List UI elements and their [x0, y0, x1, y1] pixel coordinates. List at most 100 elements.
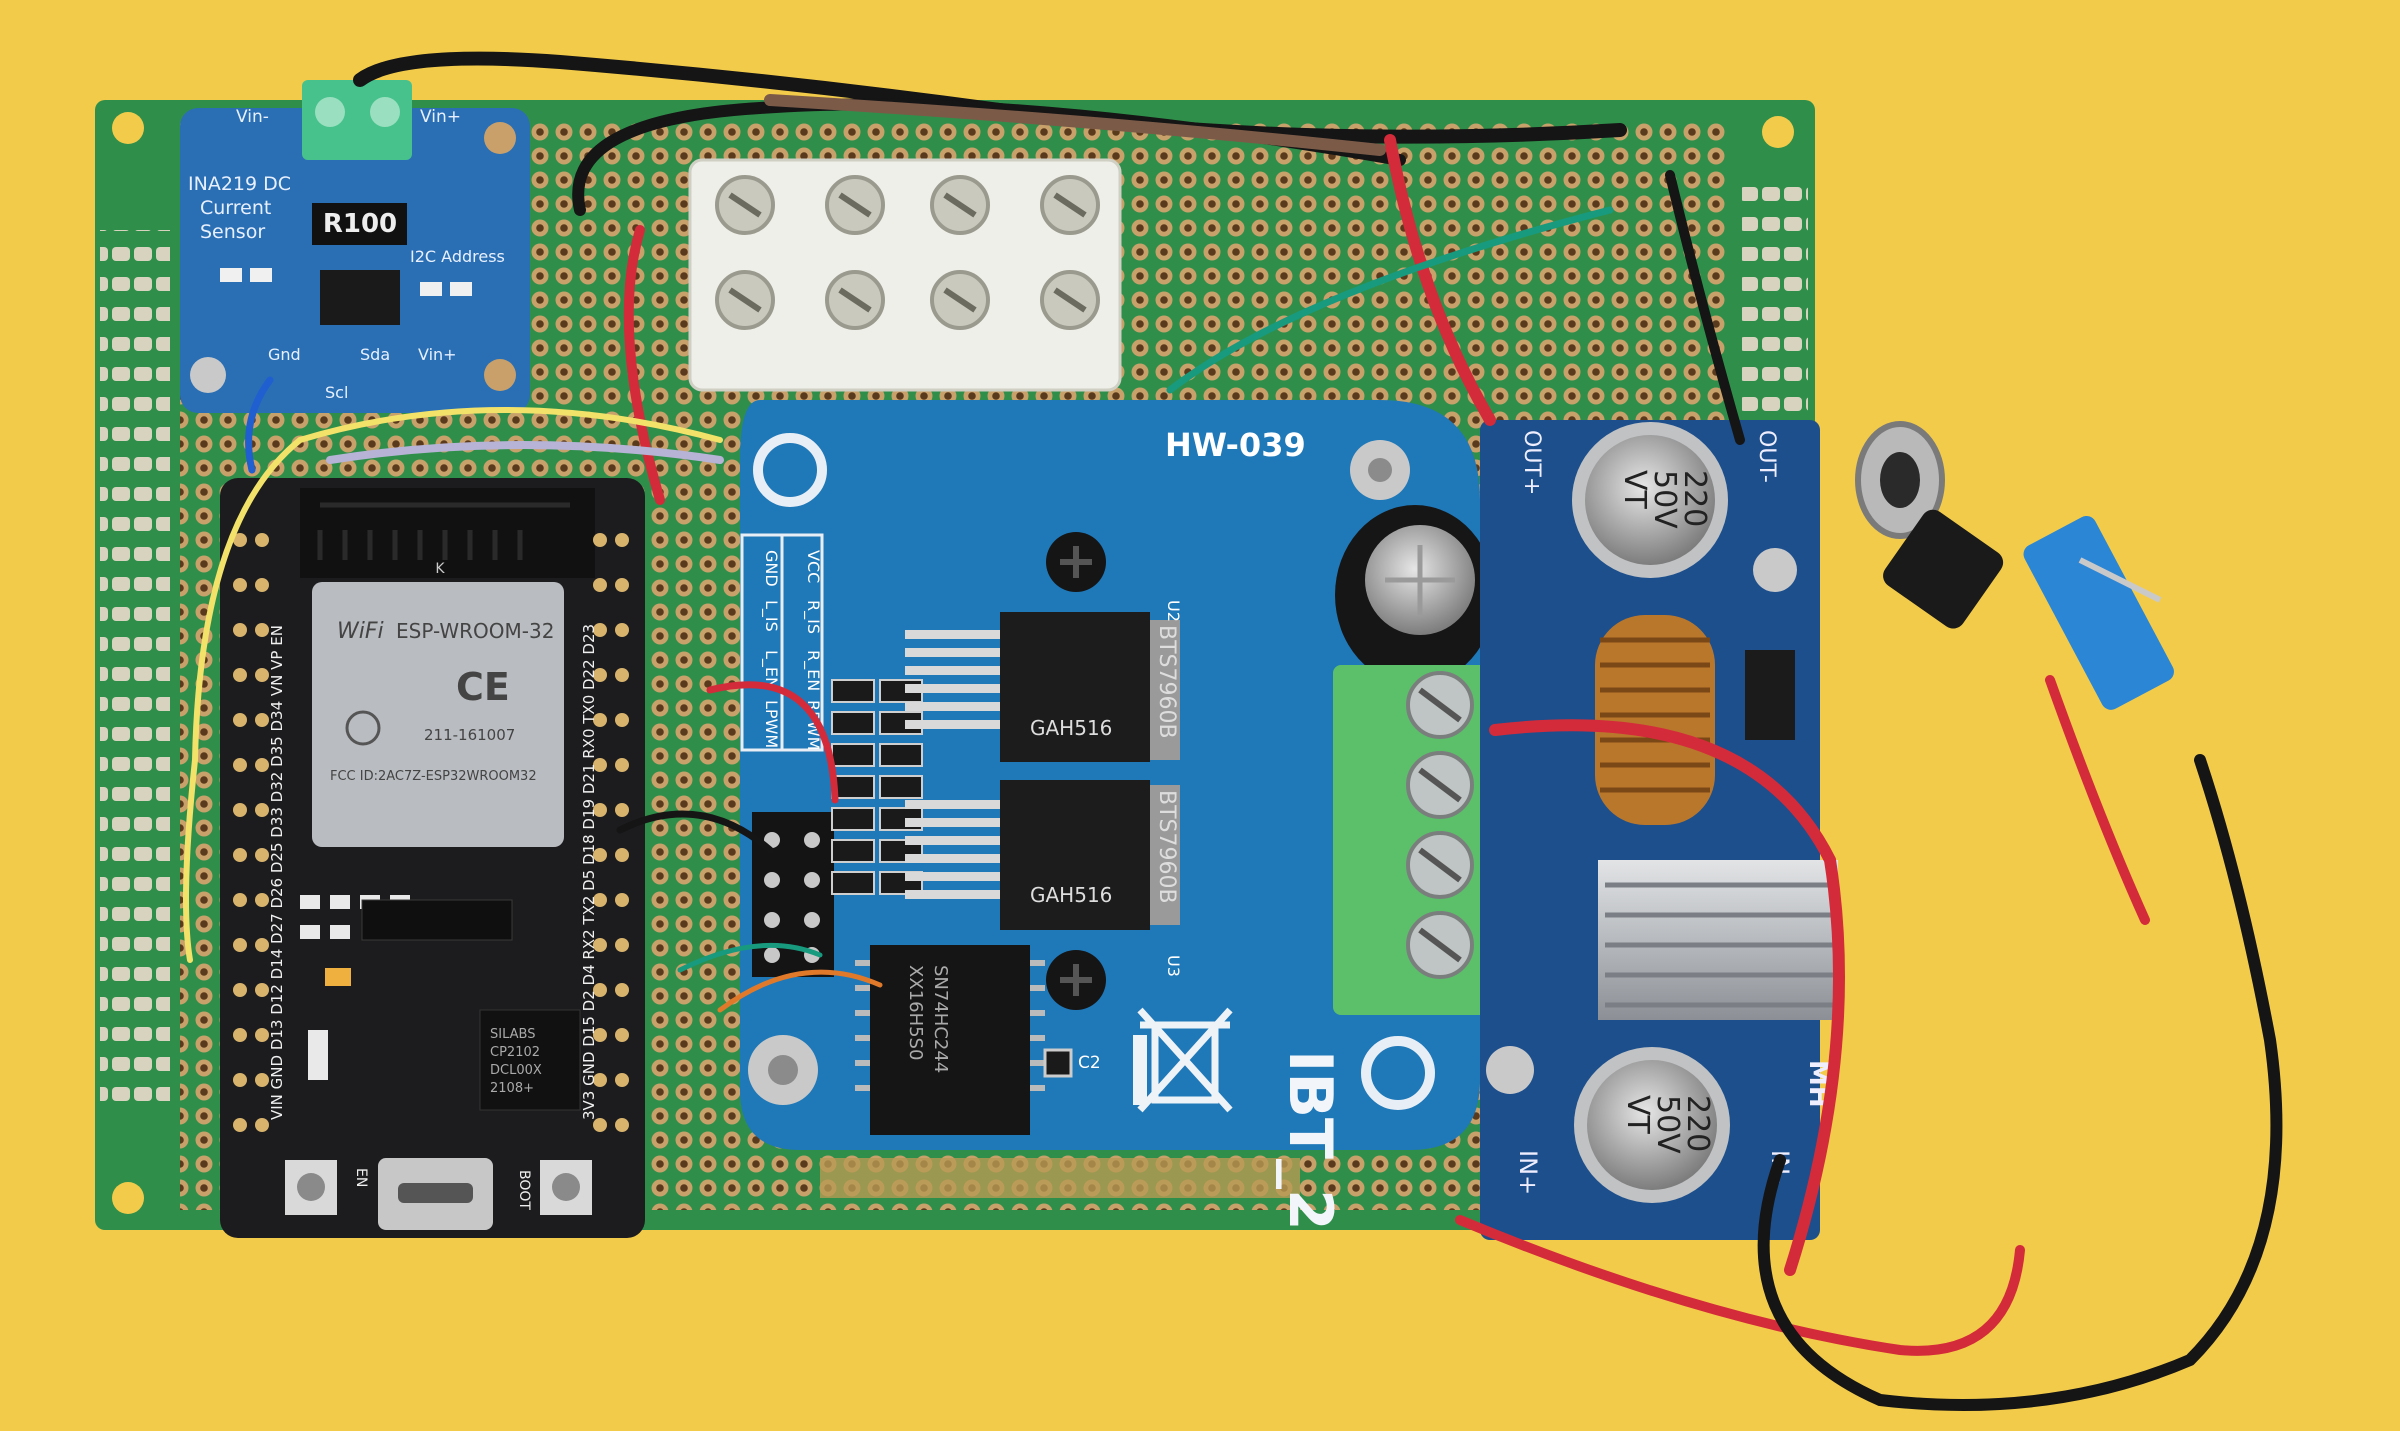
wire-brown	[764, 94, 1386, 156]
chip-top-name: BTS7960B	[1154, 625, 1179, 739]
ibt2-motor-driver-board: HW-039 IBT_2 VCC R_IS R_EN RPWM GND L_IS…	[740, 400, 1495, 1231]
ina219-vin-plus: Vin+	[420, 107, 461, 127]
buck-cap-bottom-line2: 50V	[1650, 1095, 1685, 1154]
esp32-boot-label: BOOT	[516, 1170, 532, 1210]
buck-cap-top-line1: 220	[1677, 470, 1712, 527]
wire-red-power	[1489, 719, 1845, 1276]
bts7960-chip-top: BTS7960B GAH516	[905, 612, 1180, 762]
wire-red-jack-2	[2045, 675, 2150, 925]
hdr-gnd: GND	[762, 550, 781, 587]
ibt2-pin-header	[752, 812, 834, 977]
ibt2-resistor-array	[831, 679, 923, 895]
usb-chip-line1: SILABS	[490, 1027, 535, 1042]
esp32-ce-mark: CE	[456, 665, 510, 709]
wire-lavender	[326, 441, 724, 464]
esp32-power-led	[325, 968, 351, 986]
mount-hole	[112, 112, 144, 144]
esp32-boot-button	[540, 1160, 592, 1215]
chip-bottom-name: BTS7960B	[1154, 790, 1179, 904]
buck-label-out-plus: OUT+	[1519, 430, 1544, 495]
wires	[183, 51, 2283, 1411]
wire-red-header	[706, 681, 839, 804]
esp32-left-header	[233, 533, 269, 1132]
ina219-pin-scl: Scl	[325, 383, 348, 402]
ibt2-electrolytic-capacitor	[1335, 505, 1495, 685]
label-u2: U2	[1164, 600, 1183, 622]
ibt2-motor-terminal	[1333, 665, 1493, 1015]
wire-black-right	[1665, 170, 1745, 445]
label-u3: U3	[1164, 955, 1183, 977]
esp32-pins-right: 3V3 GND D15 D2 D4 RX2 TX2 D5 D18 D19 D21…	[580, 624, 598, 1120]
ibt2-standoff-right	[1350, 440, 1410, 500]
hdr-ren: R_EN	[803, 650, 823, 691]
ina219-vin-minus: Vin-	[236, 107, 269, 127]
ibt2-screw-bottom	[1046, 950, 1106, 1010]
buck-converter-board: 220 50V VT 220 50V VT IN+ IN- OUT+ OUT- …	[1480, 420, 1838, 1240]
wire-red-left	[623, 225, 665, 505]
ibt2-screw-top	[1046, 532, 1106, 592]
ina219-i2c-label: I2C Address	[410, 247, 505, 266]
ibt2-name-label: IBT_2	[1275, 1050, 1345, 1231]
label-c2: C2	[1078, 1053, 1101, 1073]
mount-hole	[1762, 116, 1794, 148]
esp32-devkit-board: K WiFi ESP-WROOM-32 CE 211-161007 FCC ID…	[220, 478, 645, 1238]
buck-label-out-minus: OUT-	[1754, 430, 1779, 483]
ina219-shunt-resistor	[312, 203, 407, 245]
hdr-vcc: VCC	[804, 550, 823, 583]
logic-chip-line2: XX16H5S0	[905, 965, 926, 1060]
esp32-module-name: ESP-WROOM-32	[396, 619, 554, 643]
buck-heatsink	[1598, 860, 1838, 1020]
usb-chip-line2: CP2102	[490, 1045, 540, 1060]
chip-bottom-code: GAH516	[1030, 883, 1112, 907]
esp32-fcc-id: FCC ID:2AC7Z-ESP32WROOM32	[330, 769, 537, 784]
wire-red-mid	[1384, 134, 1496, 426]
esp32-cert-code: 211-161007	[424, 726, 515, 744]
wire-teal	[1166, 206, 1614, 394]
usb-chip-line4: 2108+	[490, 1081, 534, 1096]
dc-barrel-jack	[1855, 421, 2174, 710]
esp32-pins-left: VIN GND D13 D12 D14 D27 D26 D25 D33 D32 …	[268, 625, 286, 1120]
esp32-wifi-logo: WiFi	[337, 619, 384, 644]
hdr-ris: R_IS	[803, 600, 823, 634]
cp2102-usb-chip: SILABS CP2102 DCL00X 2108+	[479, 1009, 581, 1111]
wire-yellow	[183, 407, 723, 963]
wire-black-top	[353, 51, 1627, 144]
wire-green-header	[677, 942, 823, 973]
ibt2-standoff-left	[748, 1035, 818, 1105]
resistor-label: R100	[323, 209, 397, 239]
esp32-module-shield	[312, 582, 564, 847]
esp32-en-label: EN	[353, 1168, 369, 1187]
jack-heatshrink-blue	[2023, 515, 2174, 710]
esp32-regulator	[361, 899, 513, 941]
buck-diode	[1745, 650, 1795, 740]
buck-inductor	[1595, 615, 1715, 825]
buck-cap-bottom-line1: 220	[1680, 1095, 1715, 1152]
logic-chip-line1: SN74HC244	[930, 965, 951, 1073]
ina219-title-2: Current	[200, 197, 271, 219]
mount-hole	[112, 1182, 144, 1214]
wire-blue	[245, 376, 274, 474]
esp32-cert-icon	[345, 710, 381, 746]
ina219-title-3: Sensor	[200, 221, 265, 243]
hdr-lpwm: LPWM	[762, 700, 781, 748]
screw-terminal-block	[688, 158, 1122, 392]
esp32-antenna-mark: K	[435, 561, 445, 577]
ina219-chip	[320, 270, 400, 325]
bts7960-chip-bottom: BTS7960B GAH516	[905, 780, 1180, 930]
wire-red-jack	[1455, 1215, 2025, 1356]
buck-capacitor-bottom: 220 50V VT	[1574, 1047, 1730, 1203]
hdr-lis: L_IS	[761, 600, 781, 632]
wire-black-jack	[1757, 754, 2283, 1411]
buck-capacitor-top: 220 50V VT	[1572, 422, 1728, 578]
wire-orange-header	[717, 969, 883, 1013]
hdr-len: L_EN	[761, 650, 781, 689]
sn74hc244-chip: SN74HC244 XX16H5S0	[855, 945, 1045, 1135]
ibt2-pin-header-labels: VCC R_IS R_EN RPWM GND L_IS L_EN LPWM	[740, 533, 824, 752]
chip-top-code: GAH516	[1030, 716, 1112, 740]
ina219-pin-vin: Vin+	[418, 345, 457, 364]
buck-cap-top-line3: VT	[1617, 470, 1652, 510]
buck-cap-top-line2: 50V	[1647, 470, 1682, 529]
esp32-right-header	[593, 533, 629, 1132]
ina219-pin-gnd: Gnd	[268, 345, 301, 364]
ina219-pin-sda: Sda	[360, 345, 390, 364]
